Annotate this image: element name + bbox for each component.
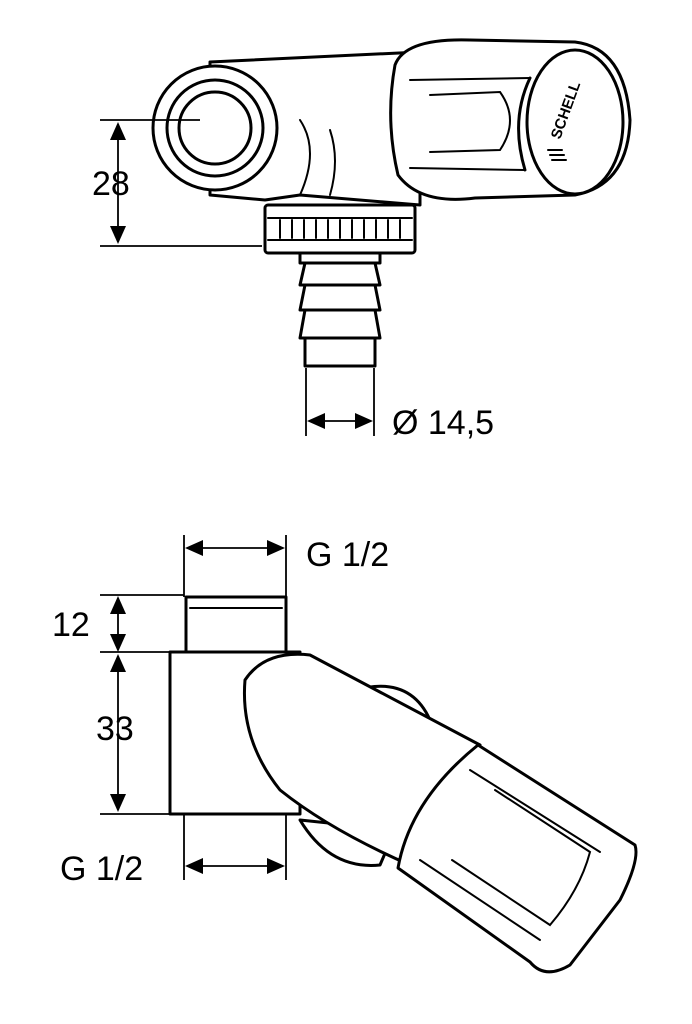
dimension-height-28: 28	[92, 119, 262, 247]
dimension-label-diameter: Ø 14,5	[392, 404, 494, 442]
dimension-bottom-thread: G 1/2	[60, 814, 287, 888]
dimension-thread-length: 12	[52, 594, 184, 652]
dimension-label-top-thread: G 1/2	[306, 536, 389, 574]
handle-knob-side	[396, 743, 638, 974]
dimension-label-28: 28	[92, 165, 130, 203]
handle-knob-top: SCHELL	[389, 38, 632, 201]
dimension-label-bottom-thread: G 1/2	[60, 850, 143, 888]
dimension-top-thread: G 1/2	[183, 535, 389, 597]
top-thread-nipple	[184, 595, 288, 654]
dimension-body-height: 33	[96, 651, 170, 815]
dimension-label-33: 33	[96, 710, 134, 748]
dimension-label-12: 12	[52, 606, 90, 644]
side-view-valve	[168, 595, 638, 974]
top-view-valve: SCHELL	[151, 38, 632, 368]
hose-nozzle	[298, 251, 382, 368]
inlet-port	[151, 64, 279, 192]
dimension-diameter: Ø 14,5	[305, 368, 494, 442]
union-nut	[263, 203, 417, 255]
